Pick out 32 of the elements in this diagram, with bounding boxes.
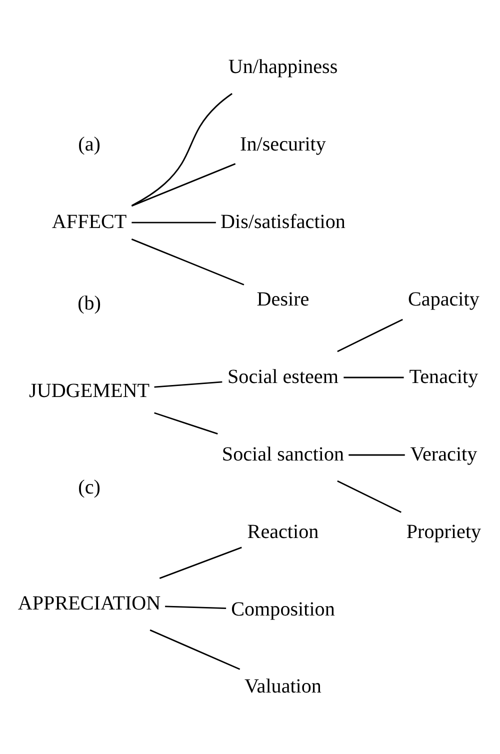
connector: [337, 480, 402, 512]
connector: [344, 376, 404, 378]
connector: [131, 92, 232, 206]
connector: [154, 380, 222, 388]
connector: [337, 318, 403, 352]
node-text: APPRECIATION: [18, 592, 161, 614]
connector: [131, 162, 236, 206]
node-text: Tenacity: [409, 365, 478, 388]
connector: [165, 605, 226, 608]
connector: [132, 221, 216, 223]
node-text: Composition: [231, 598, 335, 620]
node-text: JUDGEMENT: [29, 380, 150, 402]
label: (b): [78, 292, 102, 314]
connector: [154, 412, 218, 434]
connector: [131, 238, 244, 285]
node-text: Dis/satisfaction: [220, 210, 346, 232]
connector: [159, 546, 242, 578]
label: (a): [78, 132, 100, 155]
node-text: Desire: [256, 288, 310, 310]
node-text: Social sanction: [222, 442, 344, 465]
node-text: Capacity: [408, 288, 480, 310]
node-text: Veracity: [410, 442, 478, 465]
node-text: Social esteem: [228, 365, 338, 388]
node-text: AFFECT: [52, 210, 127, 232]
connector: [348, 454, 405, 456]
connector: [150, 628, 240, 670]
node-text: Un/happiness: [228, 55, 338, 78]
label: (c): [78, 476, 100, 498]
node-text: Reaction: [247, 520, 319, 542]
node-text: Propriety: [406, 520, 482, 542]
node-text: Valuation: [244, 675, 322, 698]
node-text: In/security: [240, 132, 326, 155]
